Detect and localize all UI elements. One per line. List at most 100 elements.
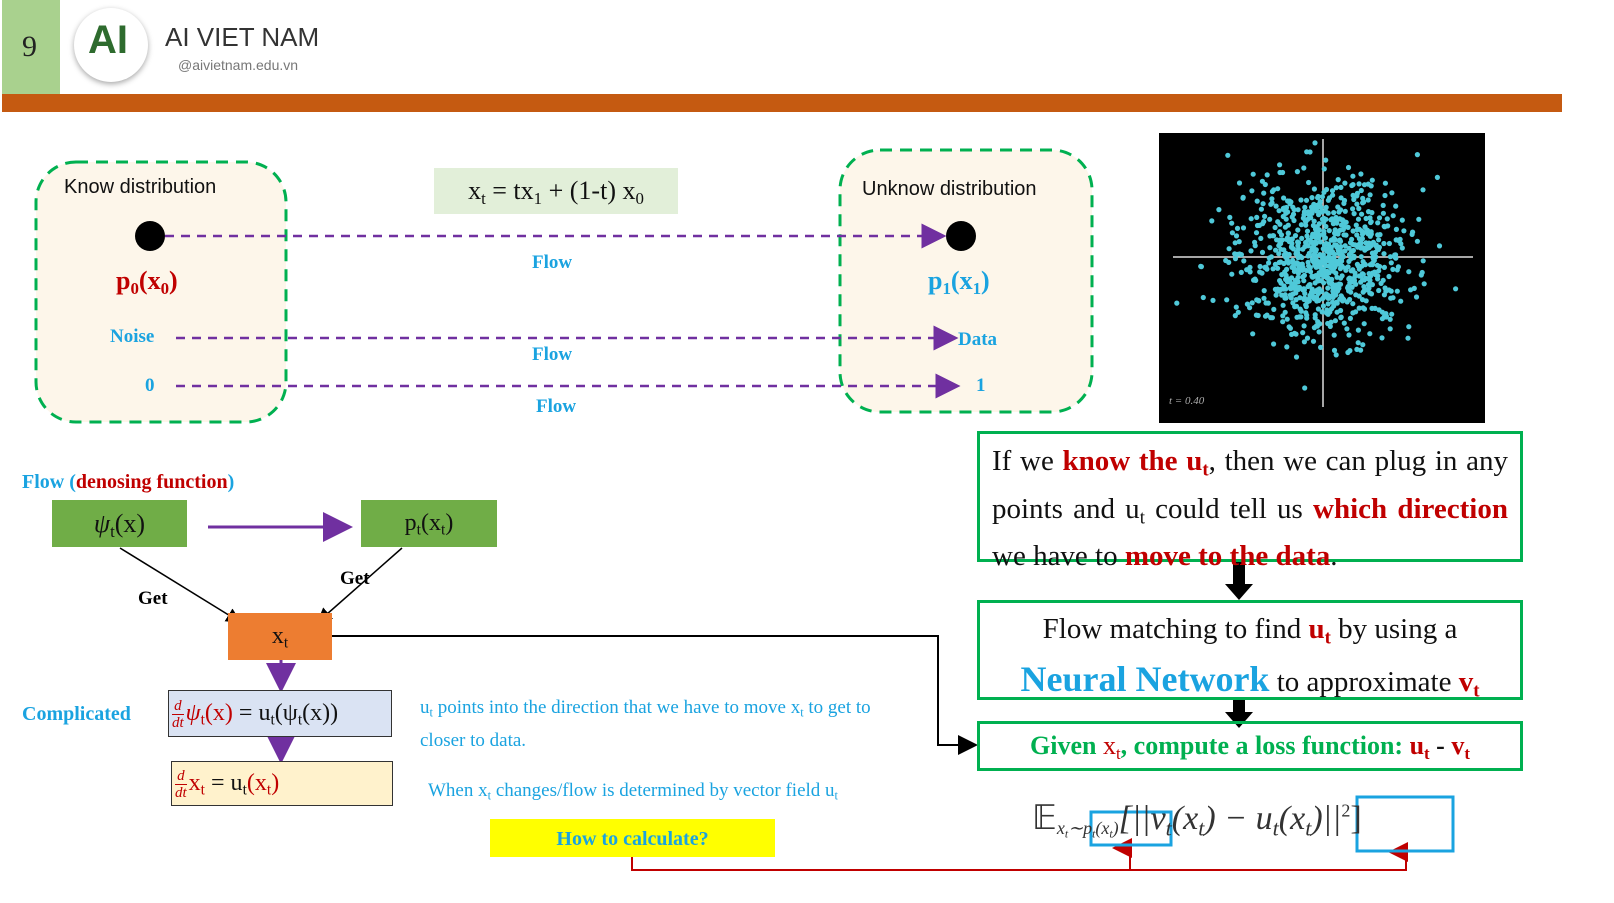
scatter-point: [1269, 196, 1275, 202]
scatter-point: [1282, 295, 1288, 301]
scatter-point: [1324, 275, 1330, 281]
scatter-point: [1276, 288, 1282, 294]
scatter-point: [1384, 216, 1390, 222]
scatter-point: [1315, 276, 1321, 282]
scatter-point: [1240, 195, 1246, 201]
scatter-point: [1272, 224, 1278, 231]
scatter-point: [1277, 162, 1283, 168]
get-left-label: Get: [138, 588, 168, 609]
scatter-point: [1367, 273, 1374, 279]
scatter-point: [1323, 241, 1329, 247]
scatter-point: [1295, 274, 1301, 281]
scatter-point: [1347, 240, 1354, 246]
scatter-point: [1338, 222, 1345, 228]
flow-label-3: Flow: [536, 396, 577, 417]
scatter-point: [1414, 152, 1420, 158]
scatter-point: [1298, 197, 1304, 203]
scatter-point: [1405, 335, 1411, 341]
scatter-point: [1233, 233, 1240, 239]
scatter-point: [1399, 217, 1405, 223]
scatter-point: [1350, 301, 1356, 307]
scatter-point: [1284, 236, 1290, 242]
scatter-point: [1270, 266, 1276, 272]
scatter-point: [1350, 228, 1356, 234]
how-to-calculate-button[interactable]: How to calculate?: [490, 819, 775, 857]
scatter-point: [1367, 331, 1373, 337]
scatter-point: [1259, 249, 1266, 255]
scatter-point: [1328, 237, 1334, 243]
scatter-point: [1305, 259, 1311, 265]
scatter-point: [1287, 201, 1293, 207]
scatter-point: [1354, 227, 1360, 233]
scatter-point: [1369, 305, 1375, 311]
scatter-point: [1399, 245, 1405, 251]
scatter-point: [1232, 313, 1238, 319]
scatter-point: [1381, 240, 1387, 247]
scatter-point: [1314, 294, 1320, 300]
scatter-point: [1356, 293, 1362, 299]
scatter-point: [1346, 288, 1352, 294]
scatter-point: [1232, 240, 1238, 246]
scatter-point: [1298, 262, 1304, 268]
scatter-point: [1240, 225, 1247, 231]
down-arrow-1-shaft: [1233, 562, 1245, 584]
scatter-point: [1273, 292, 1279, 298]
scatter-point: [1331, 210, 1337, 216]
scatter-point: [1316, 329, 1322, 335]
scatter-point: [1306, 250, 1312, 256]
scatter-point: [1390, 266, 1396, 272]
scatter-point: [1301, 278, 1307, 284]
ut-note: ut points into the direction that we hav…: [420, 697, 871, 751]
scatter-point: [1369, 260, 1375, 266]
scatter-point: [1367, 192, 1373, 198]
scatter-point: [1319, 194, 1325, 200]
scatter-point: [1406, 324, 1412, 330]
scatter-point: [1316, 221, 1322, 227]
scatter-point: [1344, 326, 1350, 332]
scatter-point: [1321, 189, 1327, 195]
scatter-point: [1342, 208, 1348, 214]
scatter-point: [1311, 218, 1317, 224]
scatter-point: [1323, 157, 1329, 163]
scatter-point: [1413, 294, 1420, 300]
scatter-point: [1388, 295, 1394, 301]
scatter-point: [1310, 293, 1316, 299]
scatter-point: [1338, 307, 1344, 314]
scatter-point: [1236, 180, 1243, 186]
scatter-point: [1401, 228, 1407, 234]
scatter-point: [1315, 193, 1321, 200]
scatter-point: [1387, 254, 1393, 260]
scatter-point: [1261, 288, 1267, 294]
scatter-point: [1342, 243, 1348, 249]
scatter-point: [1294, 169, 1300, 175]
scatter-point: [1315, 306, 1321, 312]
scatter-point: [1363, 298, 1369, 304]
scatter-point: [1262, 213, 1268, 219]
scatter-point: [1303, 197, 1310, 203]
xt-to-given-arrow: [332, 635, 978, 755]
scatter-point: [1377, 232, 1383, 238]
scatter-point: [1338, 275, 1344, 281]
scatter-point: [1335, 204, 1341, 210]
scatter-point: [1299, 267, 1305, 273]
scatter-point: [1393, 252, 1399, 258]
scatter-point: [1368, 231, 1374, 237]
scatter-point: [1330, 285, 1336, 291]
scatter-point: [1313, 264, 1319, 270]
scatter-point: [1281, 252, 1287, 258]
scatter-points: [1174, 140, 1459, 391]
scatter-point: [1360, 277, 1366, 283]
down-arrow-1-head: [1225, 584, 1253, 600]
scatter-point: [1368, 219, 1374, 226]
scatter-point: [1436, 243, 1443, 249]
scatter-point: [1334, 287, 1341, 293]
brand-handle: @aivietnam.edu.vn: [178, 57, 299, 73]
scatter-point: [1356, 305, 1362, 311]
pt-to-xt-arrow: [316, 547, 403, 623]
scatter-point: [1331, 347, 1338, 353]
scatter-point: [1358, 254, 1364, 260]
scatter-point: [1378, 280, 1384, 286]
scatter-point: [1414, 238, 1420, 244]
scatter-point: [1320, 303, 1326, 309]
